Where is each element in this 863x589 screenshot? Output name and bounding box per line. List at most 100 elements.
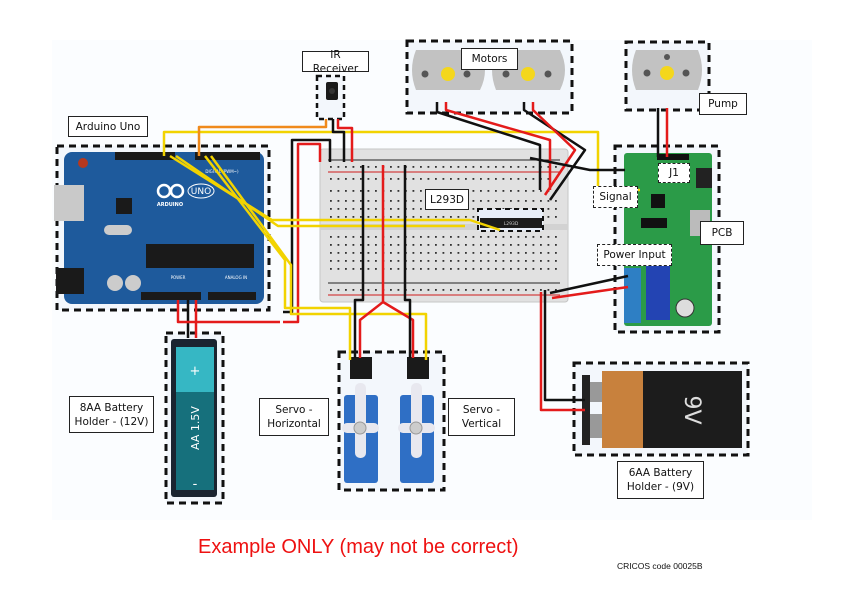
breadboard-hole bbox=[480, 244, 482, 246]
breadboard-hole bbox=[525, 178, 527, 180]
reset-button bbox=[78, 158, 88, 168]
label-signal: Signal bbox=[593, 186, 638, 208]
breadboard-hole bbox=[465, 166, 467, 168]
breadboard-hole bbox=[345, 190, 347, 192]
wire-positive bbox=[539, 292, 585, 412]
breadboard-hole bbox=[360, 190, 362, 192]
breadboard-hole bbox=[457, 236, 460, 238]
wire-ground bbox=[403, 165, 412, 358]
breadboard-hole bbox=[330, 166, 332, 168]
breadboard-hole bbox=[510, 236, 512, 238]
breadboard-hole bbox=[510, 289, 512, 291]
pcb bbox=[613, 144, 721, 334]
breadboard-hole bbox=[480, 190, 482, 192]
breadboard-hole bbox=[345, 216, 347, 218]
breadboard-hole bbox=[487, 200, 490, 202]
breadboard-hole bbox=[540, 252, 542, 254]
breadboard-hole bbox=[420, 208, 422, 210]
breadboard-hole bbox=[352, 216, 355, 218]
breadboard-hole bbox=[465, 289, 467, 291]
breadboard-hole bbox=[465, 236, 467, 238]
breadboard-hole bbox=[420, 252, 422, 254]
breadboard-hole bbox=[375, 208, 377, 210]
breadboard-hole bbox=[517, 252, 520, 254]
cricos-code: CRICOS code 00025B bbox=[617, 561, 703, 571]
breadboard-hole bbox=[390, 208, 392, 210]
breadboard-hole bbox=[472, 268, 475, 270]
wire-ir bbox=[197, 119, 328, 156]
breadboard-hole bbox=[457, 178, 460, 180]
breadboard-hole bbox=[375, 260, 377, 262]
breadboard-hole bbox=[472, 289, 475, 291]
breadboard-hole bbox=[435, 178, 437, 180]
breadboard-hole bbox=[337, 252, 340, 254]
breadboard-hole bbox=[532, 166, 535, 168]
breadboard-hole bbox=[427, 166, 430, 168]
breadboard-hole bbox=[487, 166, 490, 168]
breadboard-hole bbox=[510, 166, 512, 168]
breadboard-hole bbox=[420, 190, 422, 192]
breadboard-hole bbox=[487, 252, 490, 254]
breadboard-hole bbox=[502, 166, 505, 168]
breadboard-hole bbox=[427, 244, 430, 246]
breadboard-hole bbox=[375, 200, 377, 202]
breadboard-hole bbox=[555, 268, 557, 270]
breadboard-hole bbox=[495, 236, 497, 238]
breadboard-hole bbox=[427, 216, 430, 218]
breadboard-hole bbox=[345, 252, 347, 254]
breadboard-hole bbox=[397, 244, 400, 246]
breadboard-hole bbox=[450, 216, 452, 218]
breadboard-hole bbox=[502, 260, 505, 262]
breadboard-hole bbox=[442, 236, 445, 238]
breadboard-hole bbox=[480, 166, 482, 168]
breadboard-hole bbox=[555, 208, 557, 210]
motor-gear-icon bbox=[441, 67, 455, 81]
breadboard-hole bbox=[525, 268, 527, 270]
breadboard-hole bbox=[367, 236, 370, 238]
breadboard-hole bbox=[360, 289, 362, 291]
breadboard-hole bbox=[352, 190, 355, 192]
wire-signal bbox=[175, 154, 465, 228]
breadboard-hole bbox=[457, 216, 460, 218]
breadboard-hole bbox=[517, 244, 520, 246]
breadboard-hole bbox=[540, 244, 542, 246]
breadboard-hole bbox=[412, 190, 415, 192]
breadboard-hole bbox=[375, 252, 377, 254]
breadboard-hole bbox=[450, 244, 452, 246]
breadboard-hole bbox=[502, 252, 505, 254]
chip-text: L293D bbox=[504, 221, 519, 227]
breadboard-hole bbox=[457, 268, 460, 270]
arduino-logo-text: ARDUINO bbox=[157, 202, 183, 208]
breadboard-hole bbox=[457, 252, 460, 254]
breadboard-hole bbox=[442, 166, 445, 168]
breadboard-hole bbox=[345, 208, 347, 210]
breadboard-hole bbox=[547, 244, 550, 246]
breadboard-hole bbox=[525, 236, 527, 238]
breadboard-hole bbox=[352, 236, 355, 238]
power-header-text: POWER bbox=[171, 275, 186, 280]
breadboard-hole bbox=[510, 208, 512, 210]
breadboard-hole bbox=[510, 178, 512, 180]
breadboard-hole bbox=[345, 289, 347, 291]
breadboard-hole bbox=[442, 268, 445, 270]
breadboard-hole bbox=[352, 289, 355, 291]
breadboard-hole bbox=[510, 268, 512, 270]
breadboard-hole bbox=[367, 166, 370, 168]
servo-horizontal bbox=[342, 357, 379, 483]
breadboard-hole bbox=[330, 178, 332, 180]
breadboard-hole bbox=[360, 252, 362, 254]
label-6aa-line2: Holder - (9V) bbox=[626, 481, 695, 493]
breadboard-hole bbox=[532, 289, 535, 291]
analog-header-text: ANALOG IN bbox=[225, 275, 247, 280]
breadboard-hole bbox=[465, 268, 467, 270]
label-servo-v-line2: Vertical bbox=[461, 418, 502, 430]
breadboard-hole bbox=[450, 260, 452, 262]
breadboard-hole bbox=[397, 260, 400, 262]
breadboard-hole bbox=[495, 268, 497, 270]
breadboard-hole bbox=[495, 260, 497, 262]
wire-ground bbox=[543, 290, 585, 402]
breadboard-hole bbox=[525, 260, 527, 262]
breadboard-hole bbox=[352, 178, 355, 180]
breadboard-hole bbox=[337, 190, 340, 192]
breadboard-hole bbox=[330, 268, 332, 270]
